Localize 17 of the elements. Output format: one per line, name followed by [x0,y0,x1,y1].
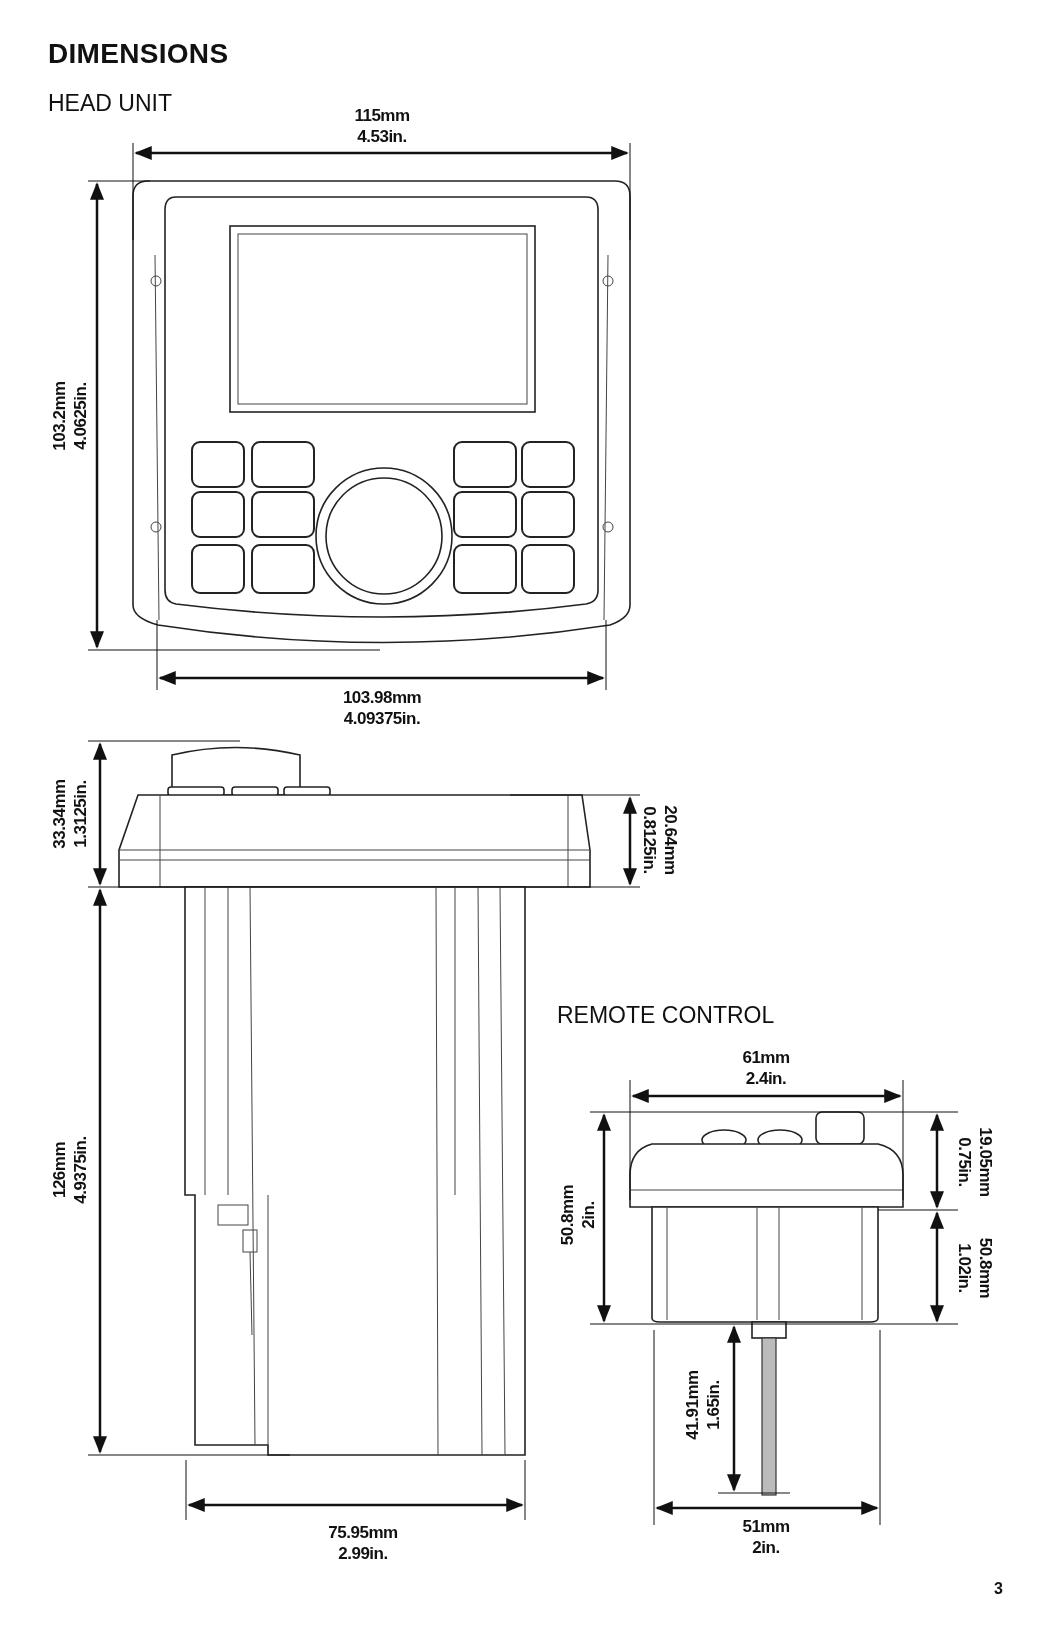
dimension-label: 126mm 4.9375in. [49,1136,91,1204]
dimension-label: 75.95mm 2.99in. [328,1522,398,1564]
dimension-label: 50.8mm 1.02in. [954,1237,996,1299]
section-heading: HEAD UNIT [48,90,172,117]
dimension-label: 103.2mm 4.0625in. [49,381,91,451]
dimension-label: 33.34mm 1.3125in. [49,779,91,849]
dimension-label: 41.91mm 1.65in. [682,1370,724,1440]
dimension-label: 61mm 2.4in. [742,1047,790,1089]
section-heading: REMOTE CONTROL [557,1002,775,1029]
dimension-label: 103.98mm 4.09375in. [342,687,422,729]
page-number: 3 [994,1580,1003,1598]
dimension-label: 115mm 4.53in. [354,105,410,147]
dimension-label: 50.8mm 2in. [557,1184,599,1246]
dimension-label: 51mm 2in. [742,1516,790,1558]
dimension-label: 20.64mm 0.8125in. [639,805,681,875]
page-title: DIMENSIONS [48,38,229,70]
dimension-label: 19.05mm 0.75in. [954,1127,996,1197]
